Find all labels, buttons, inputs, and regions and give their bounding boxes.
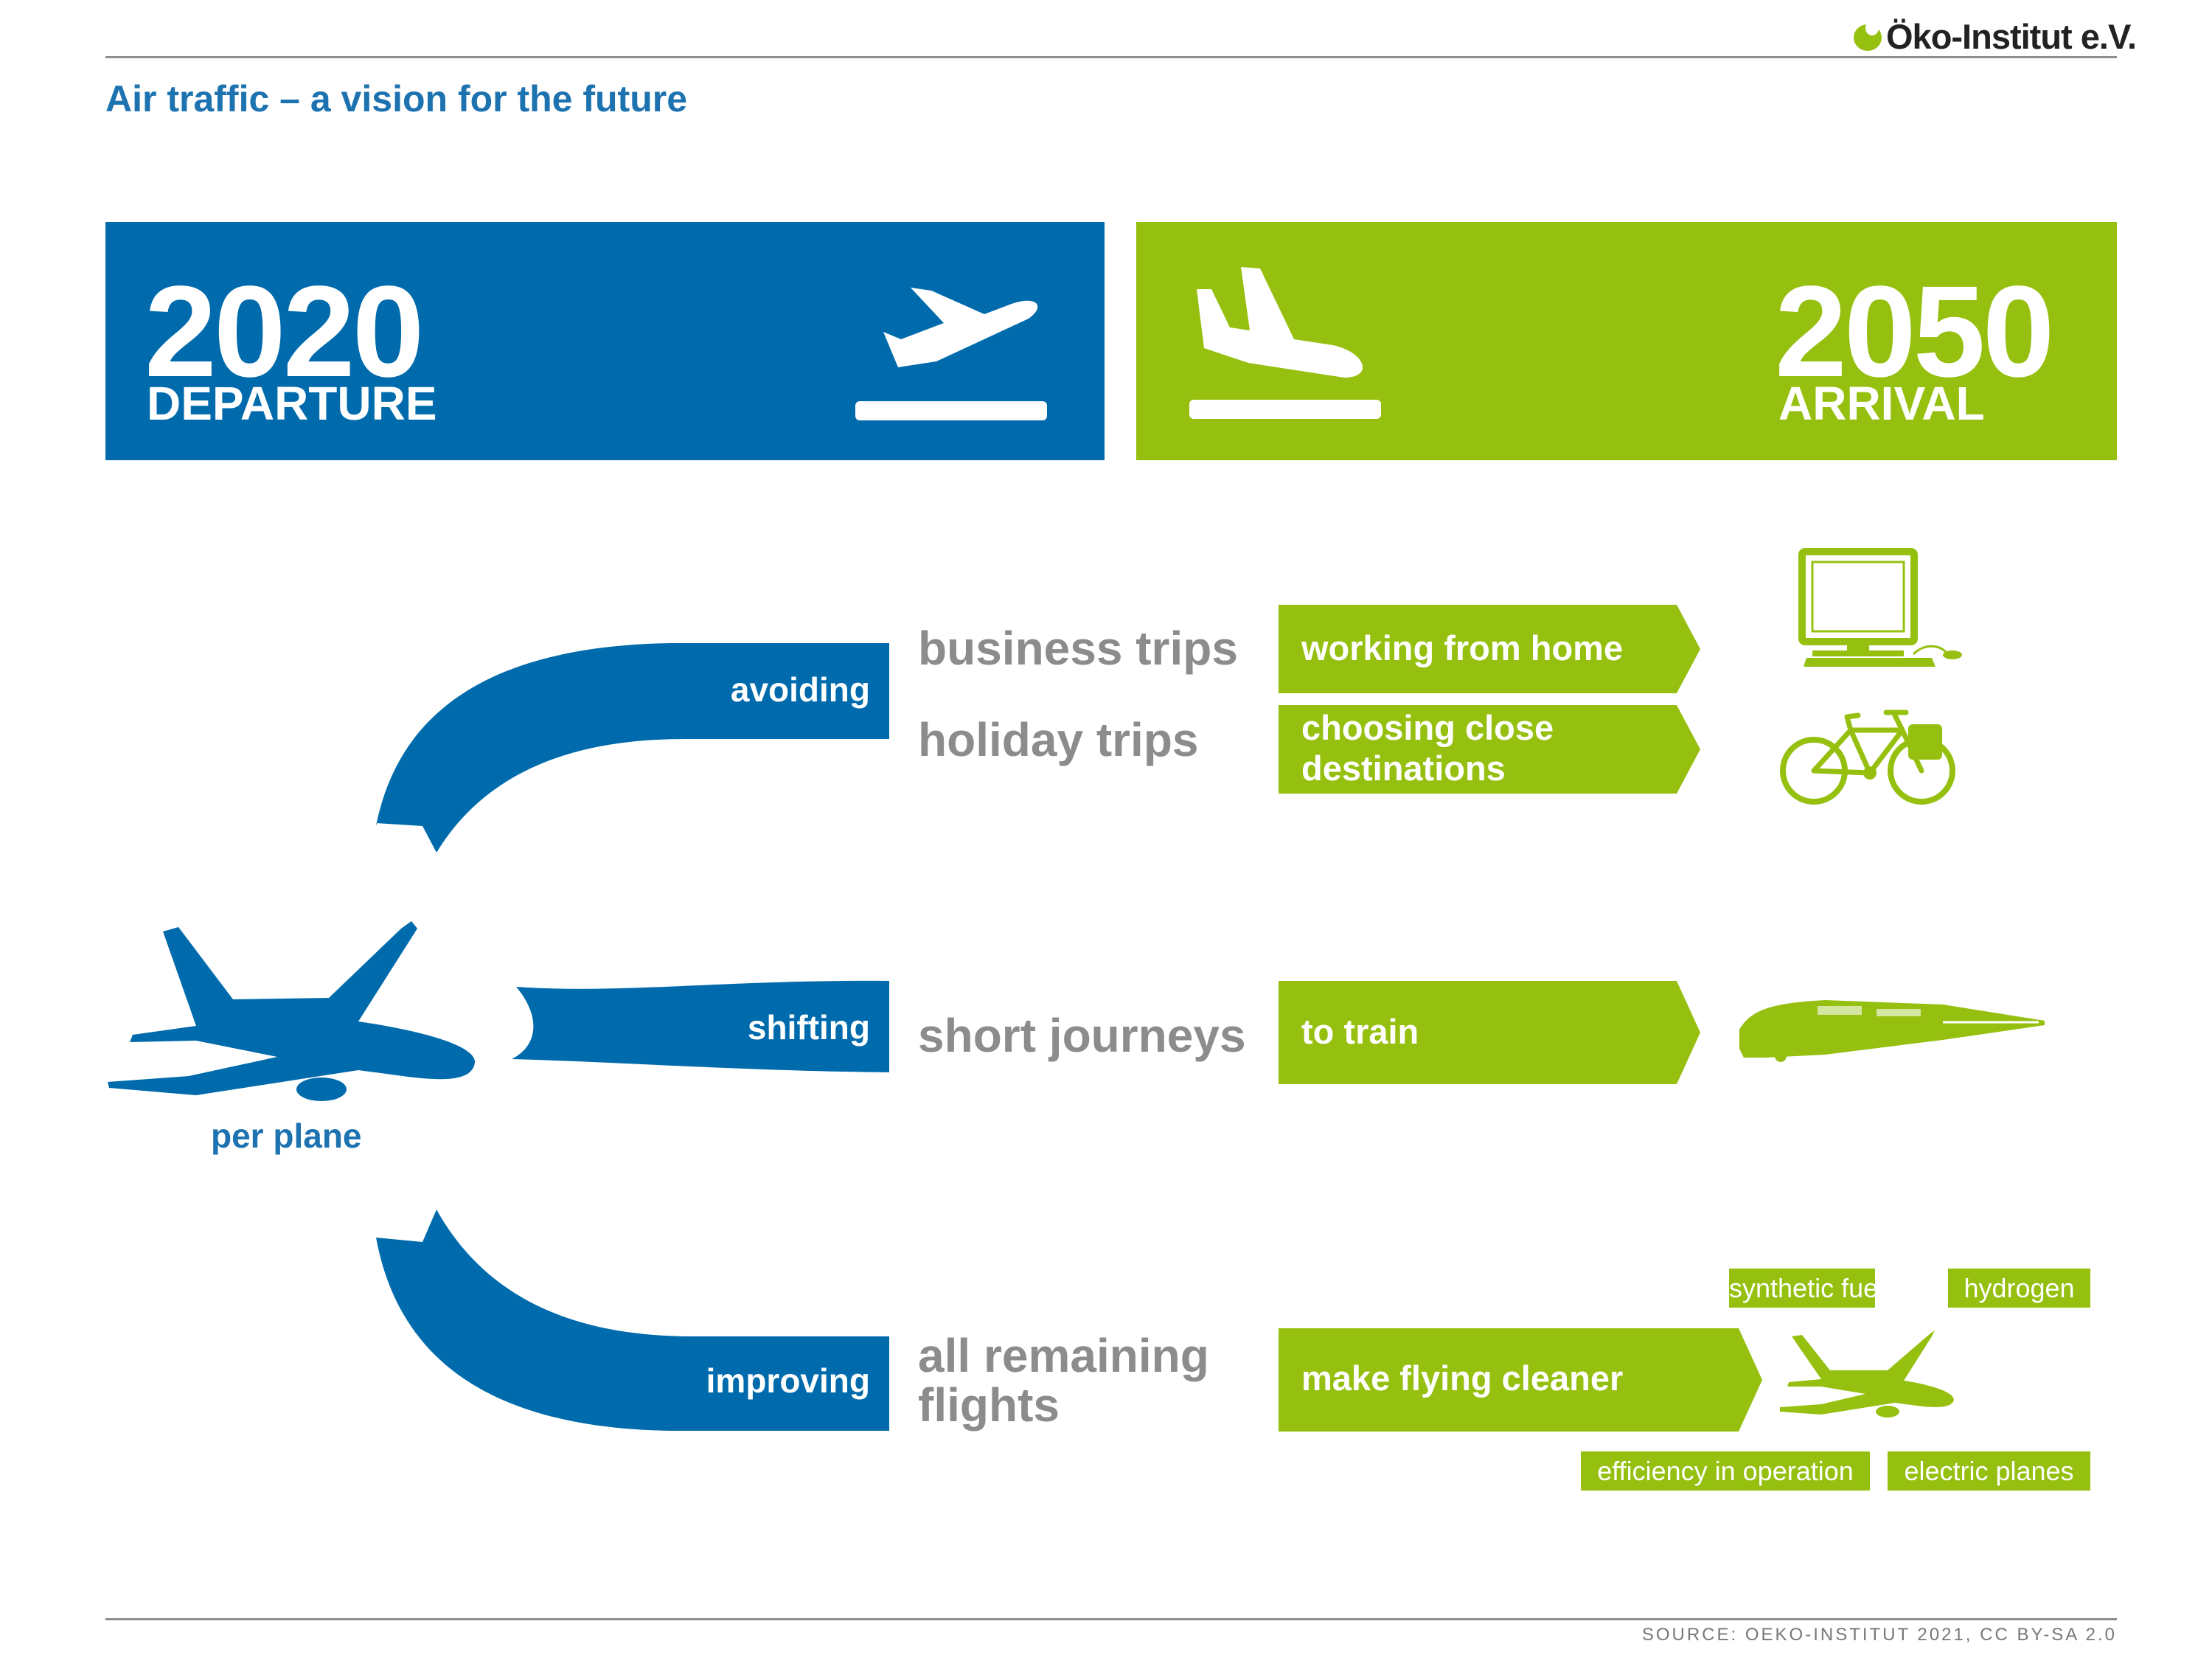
avoiding-arrow	[376, 643, 889, 853]
departure-year: 2020	[145, 260, 425, 404]
airplane-icon	[108, 921, 476, 1101]
shifting-arrow	[512, 980, 889, 1072]
source-credit: SOURCE: OEKO-INSTITUT 2021, CC BY-SA 2.0	[1641, 1625, 2117, 1645]
strategy-shifting: shifting	[747, 1008, 870, 1047]
category-remaining-flights-1: all remaining	[918, 1329, 1209, 1382]
departure-icon	[855, 288, 1047, 420]
tag-hydrogen: hydrogen	[1948, 1269, 2090, 1308]
solution-close-destinations-2: destinations	[1301, 749, 1506, 788]
bicycle-icon	[1780, 709, 1955, 805]
computer-icon	[1798, 548, 1962, 667]
arrival-label: ARRIVAL	[1778, 377, 1985, 430]
train-icon	[1739, 1000, 2045, 1062]
logo-text: Öko-Institut e.V.	[1886, 17, 2137, 56]
tag-efficiency-in-operation: efficiency in operation	[1581, 1451, 1870, 1491]
category-remaining-flights-2: flights	[918, 1378, 1060, 1432]
solution-close-destinations-1: choosing close	[1301, 708, 1554, 747]
strategy-avoiding: avoiding	[730, 670, 870, 709]
footer-rule	[105, 1618, 2117, 1620]
departure-label: DEPARTURE	[147, 377, 437, 430]
category-business-trips: business trips	[918, 622, 1238, 675]
category-short-journeys: short journeys	[918, 1009, 1246, 1062]
solution-arrow-4	[1279, 1328, 1762, 1432]
solution-to-train: to train	[1301, 1012, 1419, 1051]
tag-electric-planes: electric planes	[1888, 1451, 2090, 1491]
clean-airplane-icon	[1780, 1330, 1954, 1418]
header-rule	[105, 56, 2117, 58]
solution-arrow-1	[1279, 605, 1700, 693]
arrival-icon	[1189, 267, 1381, 419]
category-holiday-trips: holiday trips	[918, 713, 1199, 766]
per-plane-label: per plane	[211, 1117, 362, 1155]
solution-make-flying-cleaner: make flying cleaner	[1301, 1359, 1624, 1398]
page-title: Air traffic – a vision for the future	[105, 78, 688, 119]
solution-arrow-2	[1279, 705, 1700, 794]
tag-synthetic-fuels: synthetic fuels	[1729, 1269, 1897, 1308]
solution-working-from-home: working from home	[1301, 628, 1624, 667]
strategy-improving: improving	[706, 1361, 870, 1400]
solution-arrow-3	[1279, 981, 1700, 1084]
logo-icon	[1854, 21, 1882, 51]
arrival-year: 2050	[1775, 260, 2055, 404]
improving-arrow	[376, 1210, 889, 1431]
